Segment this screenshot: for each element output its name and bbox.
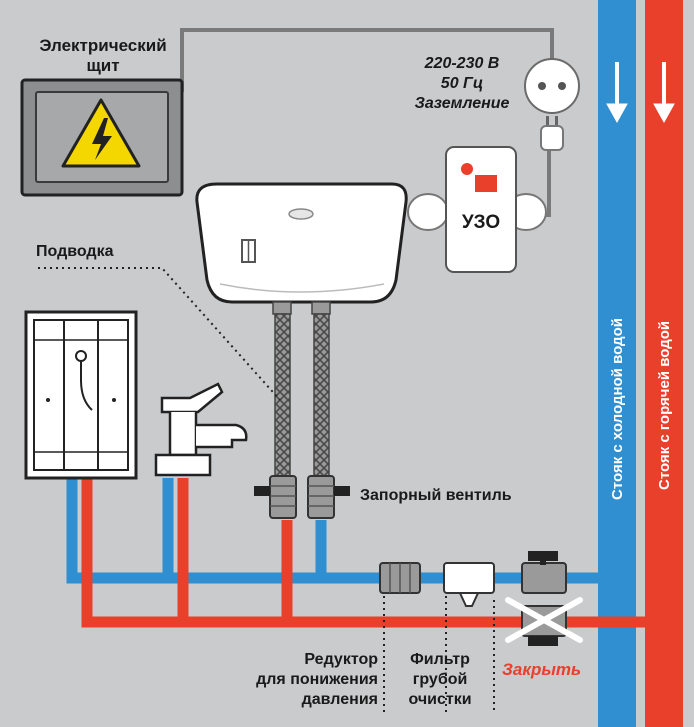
coarse-filter [443, 562, 495, 607]
rcd-device [407, 146, 547, 273]
close-instruction-label: Закрыть [502, 660, 582, 679]
instant-water-heater [195, 182, 408, 315]
arrow-down-icon [653, 62, 675, 124]
ball-valve-icon [254, 475, 297, 519]
rcd-label: УЗО [461, 212, 501, 233]
high-voltage-warning-icon [61, 98, 141, 168]
plug-icon [540, 116, 564, 151]
shutoff-valve-label: Запорный вентиль [360, 487, 512, 504]
leader-lines [38, 267, 495, 712]
shower-cabin-icon [24, 310, 138, 480]
power-supply-grounding: Заземление [414, 95, 510, 112]
cold-water-pipes [66, 478, 598, 584]
braided-supply-hoses [274, 313, 330, 477]
faucet-icon [154, 382, 248, 477]
ball-valve-icon [307, 475, 350, 519]
hot-riser-label: Стояк с горячей водой [656, 320, 673, 490]
ball-valve-icon [521, 551, 567, 594]
arrow-down-icon [606, 62, 628, 124]
electrical-panel-label: Электрический щит [39, 36, 167, 75]
power-supply-frequency: 50 Гц [440, 75, 484, 92]
power-supply-voltage: 220-230 В [424, 55, 500, 72]
supply-hose-label: Подводка [36, 243, 114, 260]
cold-riser-label: Стояк с холодной водой [609, 318, 626, 500]
pressure-reducer-label: Редуктор для понижения давления [256, 651, 378, 708]
coarse-filter-label: Фильтр грубой очистки [408, 651, 472, 708]
hot-water-pipes [81, 478, 645, 628]
pressure-reducer [379, 562, 421, 594]
power-socket-icon [524, 58, 580, 114]
cross-mark-icon [505, 597, 583, 643]
